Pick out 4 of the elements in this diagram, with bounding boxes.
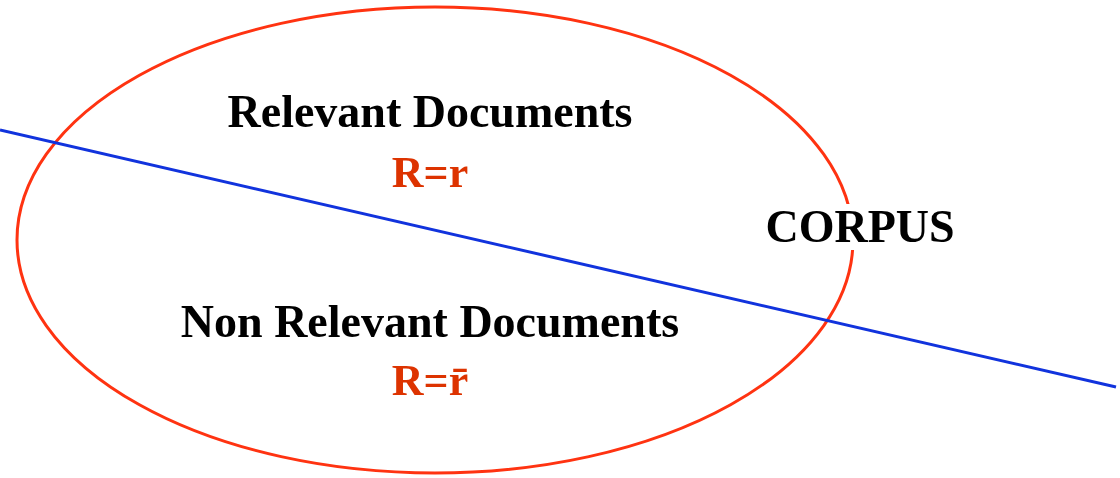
- formula-text: R=r̄: [390, 359, 470, 403]
- region-heading: Non Relevant Documents: [179, 299, 681, 345]
- region-heading: Relevant Documents: [226, 89, 634, 135]
- formula-text: R=r: [390, 151, 470, 195]
